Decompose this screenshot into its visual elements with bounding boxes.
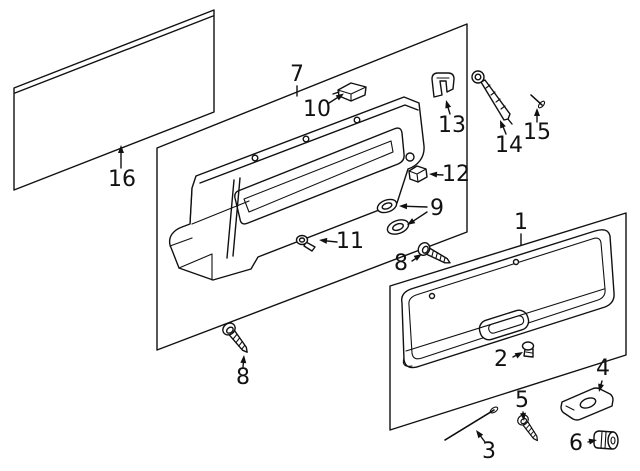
bolt-14: [471, 70, 513, 125]
callout-4[interactable]: 4: [596, 356, 610, 381]
callout-16[interactable]: 16: [108, 167, 136, 192]
damper-6: [593, 430, 619, 450]
callout-12[interactable]: 12: [442, 162, 470, 187]
callout-8-right[interactable]: 8: [394, 251, 408, 276]
hinge-pin-3: [444, 406, 499, 441]
callout-10[interactable]: 10: [303, 97, 331, 122]
clip-13: [431, 72, 455, 98]
callout-8-lower[interactable]: 8: [236, 365, 250, 390]
callout-leaders: [118, 85, 604, 445]
latch-striker-4: [560, 387, 614, 421]
callout-5[interactable]: 5: [515, 388, 529, 413]
grommet-rings-9: [376, 198, 410, 235]
glove-box-housing: [168, 96, 425, 281]
clip-2: [521, 341, 535, 358]
door-assembly-box: [389, 212, 627, 431]
clip-12: [408, 165, 428, 183]
callout-3[interactable]: 3: [482, 439, 496, 464]
pin-15: [530, 94, 546, 109]
callout-11[interactable]: 11: [336, 229, 364, 254]
callout-15[interactable]: 15: [523, 120, 551, 145]
screw-5: [515, 412, 543, 445]
housing-assembly-box: [156, 23, 468, 351]
callout-2[interactable]: 2: [494, 347, 508, 372]
screw-8-lower: [219, 319, 253, 357]
liner-panel-16: [13, 9, 215, 191]
callout-6[interactable]: 6: [569, 431, 583, 456]
callout-1[interactable]: 1: [514, 210, 528, 235]
callout-13[interactable]: 13: [438, 113, 466, 138]
callout-9[interactable]: 9: [430, 196, 444, 221]
callout-14[interactable]: 14: [495, 133, 523, 158]
glove-box-door: [401, 229, 615, 369]
push-pin-11: [295, 234, 316, 252]
callout-7[interactable]: 7: [290, 62, 304, 87]
